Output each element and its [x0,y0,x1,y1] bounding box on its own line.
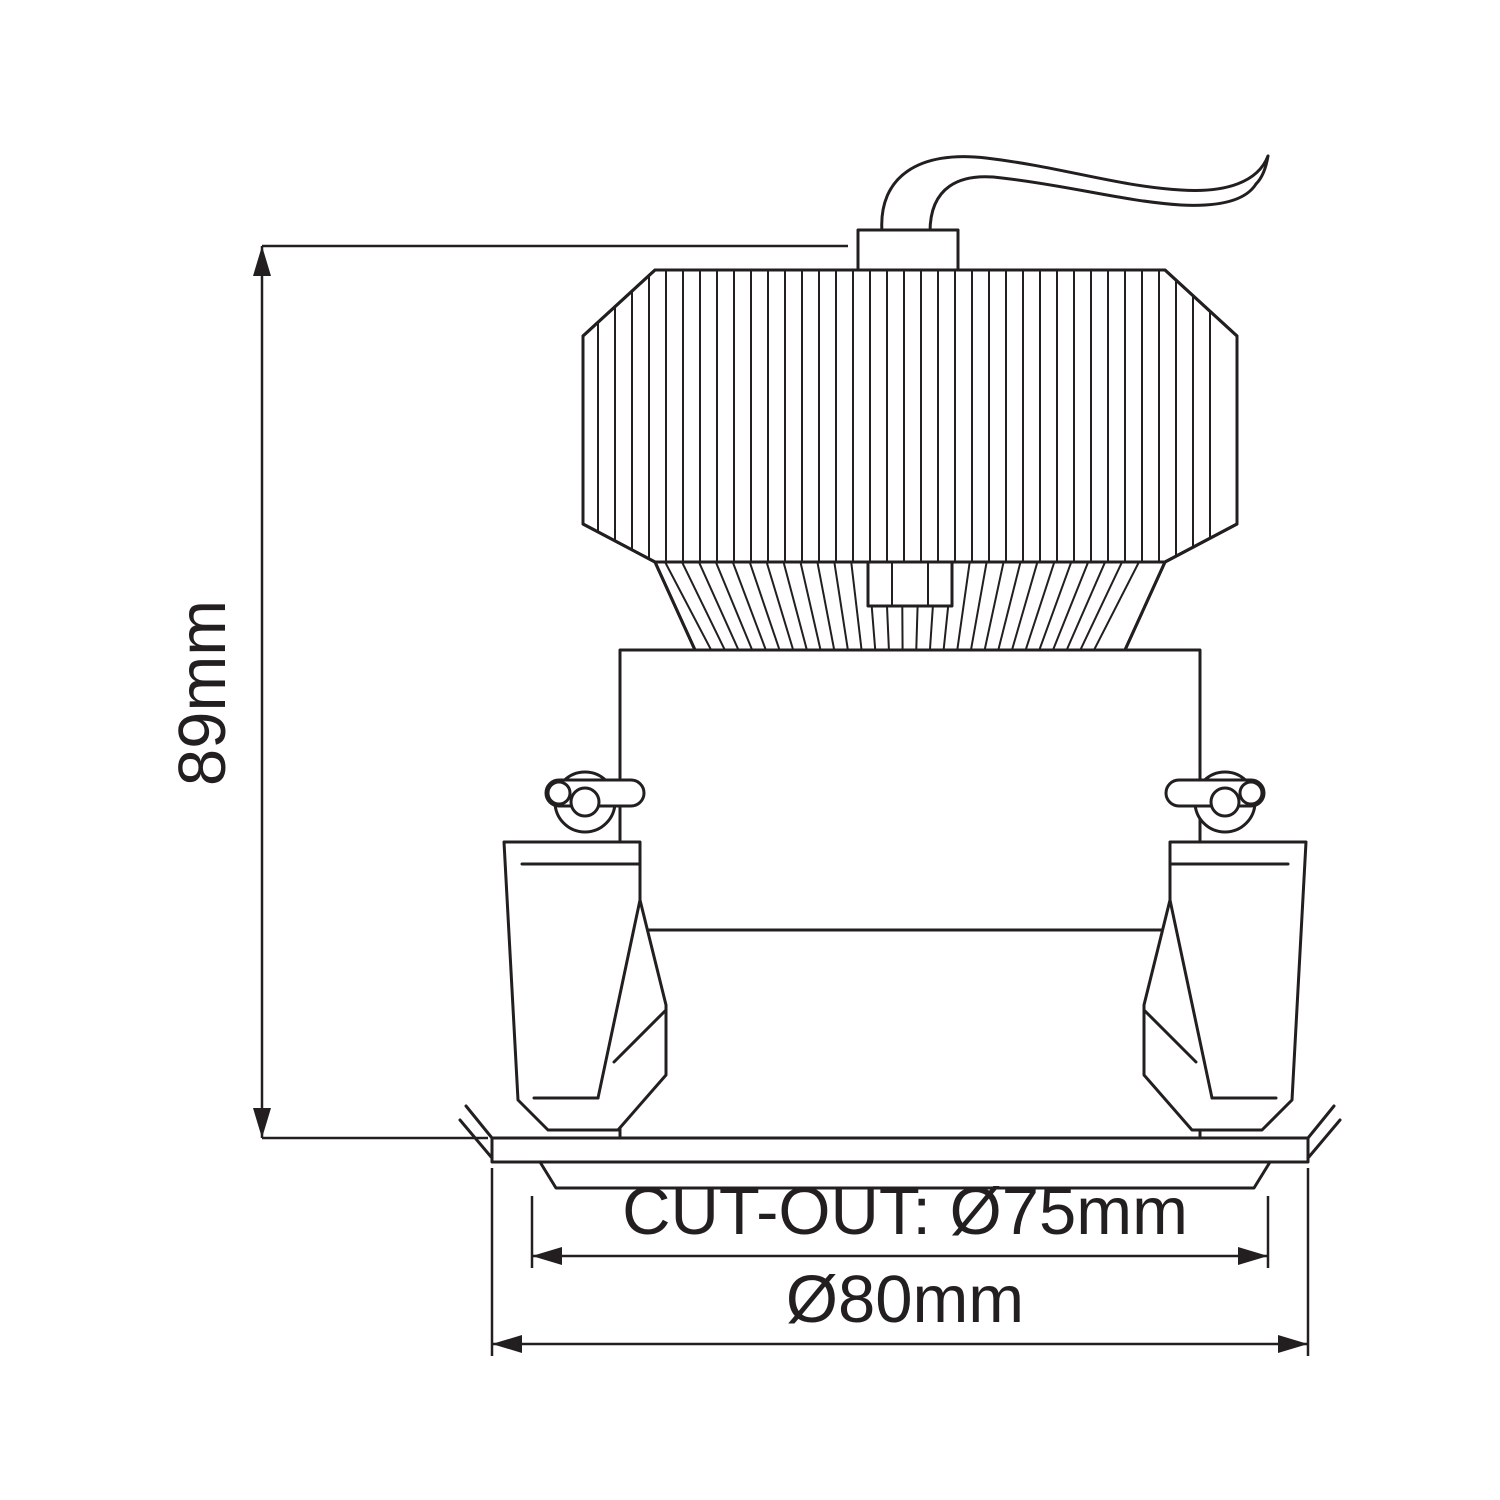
cutout-dimension: CUT-OUT: Ø75mm [530,1174,1270,1268]
torsion-spring-left [544,770,646,834]
height-dimension: 89mm [165,244,848,1140]
arrowhead-up [253,246,271,276]
diameter-dimension: Ø80mm [490,1168,1310,1356]
diameter-dimension-label: Ø80mm [786,1262,1024,1337]
trim-flange [458,1104,1342,1190]
heatsink [581,268,1239,564]
spring-clip-left [502,840,668,1132]
heatsink-taper [653,560,1167,652]
spring-clip-right [1142,840,1308,1132]
cable-terminal-block [856,228,960,274]
arrowhead-left [532,1247,562,1265]
arrowhead-left [492,1335,522,1353]
cutout-dimension-label: CUT-OUT: Ø75mm [622,1174,1188,1249]
center-hub [866,560,954,608]
arrowhead-down [253,1108,271,1138]
height-dimension-label: 89mm [165,600,240,786]
power-cable [880,154,1270,234]
arrowhead-right [1238,1247,1268,1265]
arrowhead-right [1278,1335,1308,1353]
lamp-body [618,648,1202,1140]
torsion-spring-right [1164,770,1266,834]
heatsink-fins [597,270,1211,562]
